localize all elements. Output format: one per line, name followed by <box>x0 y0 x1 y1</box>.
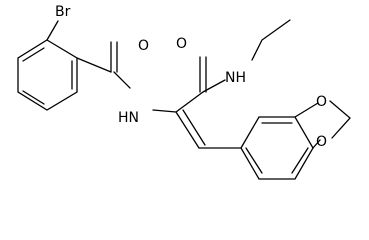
left-amide-nh-label: HN <box>118 110 139 126</box>
left-carbonyl-double-bond <box>110 41 118 73</box>
molecule-structure-diagram: Br O HN O NH O O <box>17 4 351 180</box>
alkene-double-bond <box>175 109 206 149</box>
dioxole-ring-bonds <box>294 100 351 149</box>
bromine-label: Br <box>55 4 71 20</box>
bromophenyl-ring-bonds <box>17 39 78 111</box>
benzodioxole-ring-bonds <box>240 116 314 180</box>
alkene-to-amide-carbon-bond <box>175 91 204 113</box>
nh-to-alkene-bond <box>152 109 177 113</box>
bonds <box>17 19 351 180</box>
right-carbonyl-double-bond <box>199 56 207 93</box>
c-br-bond <box>46 20 59 41</box>
atom-labels: Br O HN O NH O O <box>55 4 327 150</box>
amide-carbon-to-nh-bond <box>202 79 226 93</box>
ethyl-chain-bonds <box>251 19 291 61</box>
dioxole-oxygen-bottom-label: O <box>316 134 327 150</box>
benzodioxole-ring-inner-double-bonds <box>245 122 309 174</box>
ring-to-carbonyl-bond <box>76 57 112 73</box>
left-carbonyl-oxygen-label: O <box>138 38 149 54</box>
dioxole-oxygen-top-label: O <box>316 94 327 110</box>
right-carbonyl-oxygen-label: O <box>176 36 187 52</box>
right-amide-nh-label: NH <box>225 70 246 86</box>
bromophenyl-ring-inner-double-bonds <box>22 47 73 105</box>
carbonyl-to-nh-bond <box>113 71 131 89</box>
